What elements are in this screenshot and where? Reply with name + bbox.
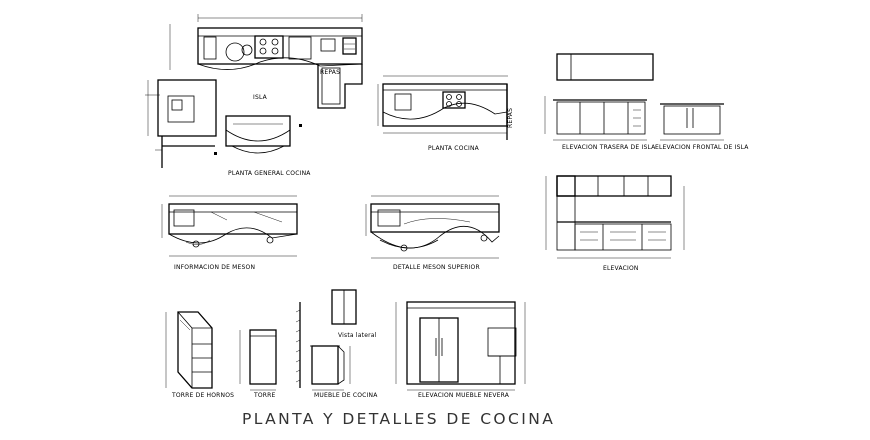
elevacion-label: ELEVACION xyxy=(603,265,639,272)
elev-frontal-label: ELEVACION FRONTAL DE ISLA xyxy=(655,144,749,151)
detalle-meson-drawing xyxy=(365,195,500,259)
elev-nevera-drawing xyxy=(395,301,526,391)
isla-label: ISLA xyxy=(253,94,268,101)
mueble-cocina-drawing xyxy=(295,289,357,391)
elev-nevera-label: ELEVACION MUEBLE NEVERA xyxy=(418,392,510,399)
elevacion-frontal-drawing xyxy=(660,103,724,141)
torre-hornos-label: TORRE DE HORNOS xyxy=(171,392,234,399)
elevacion-drawing xyxy=(545,175,685,259)
informacion-meson-label: INFORMACION DE MESON xyxy=(174,264,255,271)
torre-label: TORRE xyxy=(253,392,276,399)
planta-general-label: PLANTA GENERAL COCINA xyxy=(228,170,311,177)
vista-lateral-label: Vista lateral xyxy=(338,332,377,339)
informacion-meson-drawing xyxy=(161,195,298,257)
detalle-meson-label: DETALLE MESON SUPERIOR xyxy=(393,264,480,271)
planta-general-drawing xyxy=(145,14,363,168)
planta-cocina-drawing xyxy=(377,75,508,140)
torre-drawing xyxy=(239,329,277,391)
torre-hornos-drawing xyxy=(165,311,213,389)
planta-cocina-label: PLANTA COCINA xyxy=(428,145,480,152)
elevacion-trasera-drawing xyxy=(544,53,654,141)
repas-label-2: REPAS xyxy=(507,108,514,128)
elev-trasera-label: ELEVACION TRASERA DE ISLA xyxy=(562,144,656,151)
mueble-cocina-label: MUEBLE DE COCINA xyxy=(314,392,378,399)
sheet-title: PLANTA Y DETALLES DE COCINA xyxy=(242,410,555,428)
repas-label: REPAS xyxy=(320,69,340,76)
